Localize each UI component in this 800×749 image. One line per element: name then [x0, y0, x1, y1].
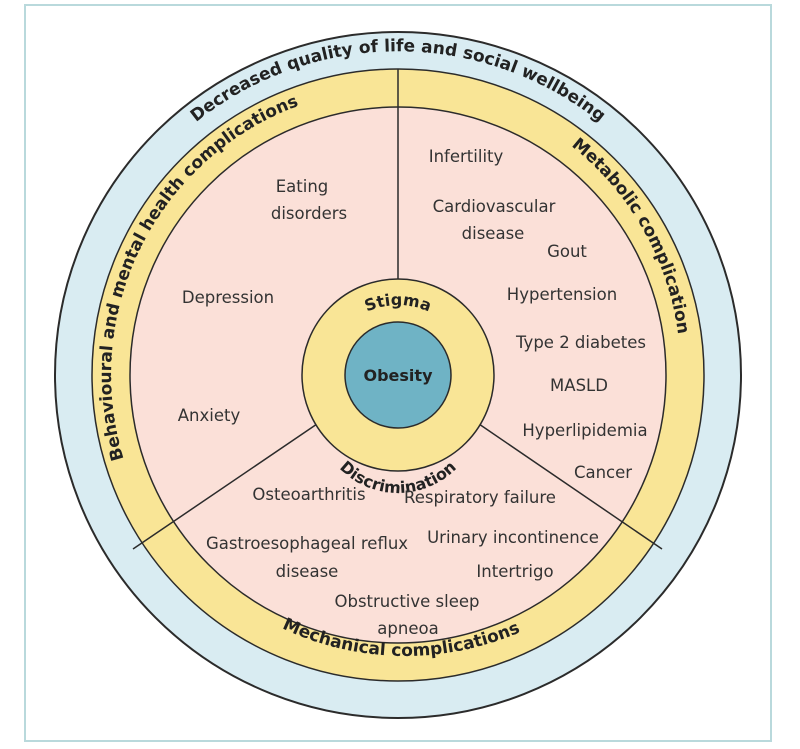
item-infertility: Infertility	[429, 147, 504, 166]
item-gout: Gout	[547, 242, 587, 261]
item-respiratory-failure: Respiratory failure	[404, 488, 556, 507]
item-gerd: Gastroesophageal reflux	[206, 534, 408, 553]
obesity-label: Obesity	[364, 366, 434, 385]
item-depression: Depression	[182, 288, 274, 307]
item-hypertension: Hypertension	[507, 285, 617, 304]
item-gerd-disease: disease	[276, 562, 339, 581]
item-hyperlipidemia: Hyperlipidemia	[522, 421, 647, 440]
item-intertrigo: Intertrigo	[476, 562, 553, 581]
item-eating-disorders: disorders	[271, 204, 347, 223]
item-masld: MASLD	[550, 376, 608, 395]
item-cardiovascular-disease: disease	[462, 224, 525, 243]
item-osteoarthritis: Osteoarthritis	[252, 485, 365, 504]
item-type-2-diabetes: Type 2 diabetes	[515, 333, 646, 352]
item-obstructive-sleep: Obstructive sleep	[334, 592, 479, 611]
item-anxiety: Anxiety	[178, 406, 241, 425]
item-cardiovascular: Cardiovascular	[433, 197, 556, 216]
item-cancer: Cancer	[574, 463, 632, 482]
divider-lower-right	[478, 423, 663, 550]
divider-lower-left	[132, 423, 318, 550]
item-urinary-incontinence: Urinary incontinence	[427, 528, 599, 547]
obesity-core	[344, 321, 452, 429]
item-eating: Eating	[276, 177, 329, 196]
item-apneoa: apneoa	[377, 619, 438, 638]
